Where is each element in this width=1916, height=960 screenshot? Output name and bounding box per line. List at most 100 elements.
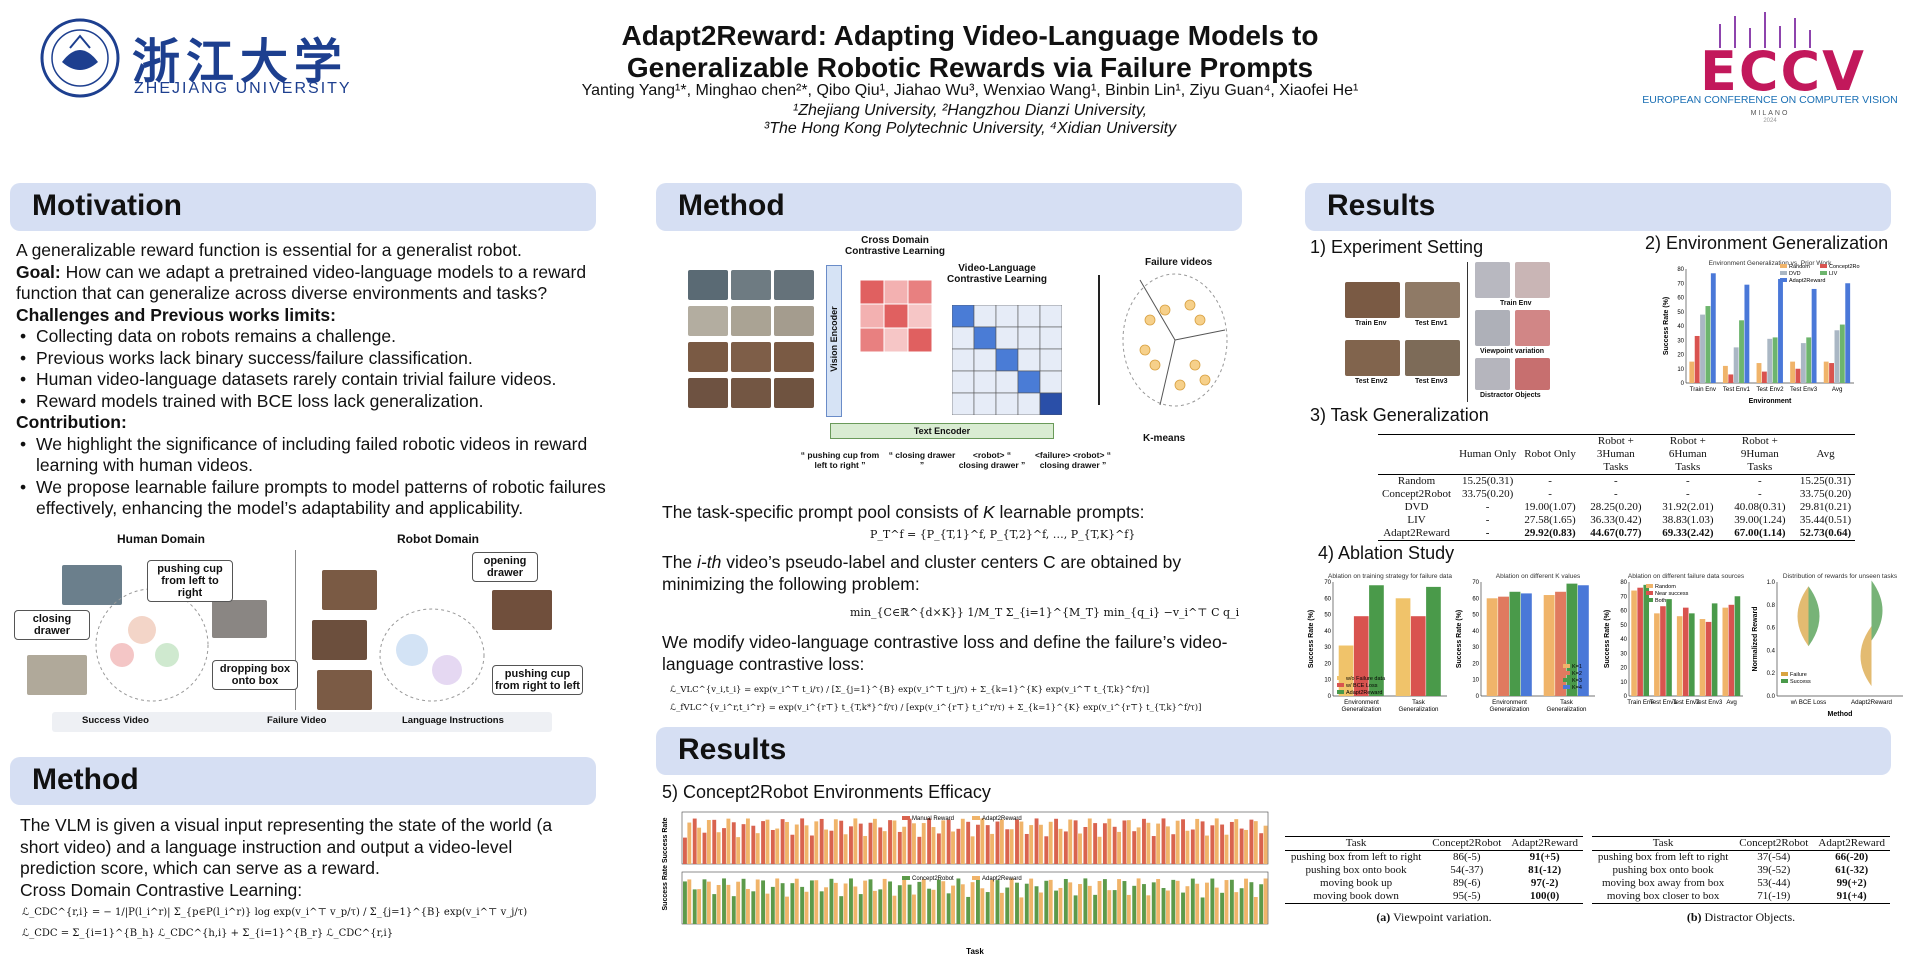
legend-swatch	[1563, 678, 1570, 682]
challenges-label: Challenges and Previous works limits:	[16, 304, 336, 325]
eccv-full-name: EUROPEAN CONFERENCE ON COMPUTER VISION	[1642, 94, 1898, 106]
failure-cluster-icon	[1122, 273, 1228, 407]
bar	[1210, 878, 1215, 924]
equation-prompt-pool: P_T^f = {P_{T,1}^f, P_{T,2}^f, …, P_{T,K…	[870, 528, 1136, 541]
bar	[775, 828, 780, 864]
x-tick-label: Test Env2	[1756, 386, 1784, 393]
x-axis-label: Task	[966, 947, 984, 956]
bar	[702, 832, 707, 864]
legend-label: Both	[1655, 598, 1666, 604]
bar	[751, 825, 756, 864]
list-item: Reward models trained with BCE loss lack…	[20, 391, 606, 413]
vl-contrastive-label: Video-Language Contrastive Learning	[946, 263, 1048, 285]
bar	[1112, 890, 1117, 924]
bar	[687, 822, 692, 864]
method-left-text: The VLM is given a visual input represen…	[20, 815, 553, 878]
bar	[999, 892, 1004, 924]
viewpoint-table-wrap: Task Concept2Robot Adapt2Reward pushing …	[1285, 836, 1583, 925]
bar	[1078, 884, 1082, 924]
bar	[907, 884, 912, 924]
bar	[878, 827, 883, 864]
bar	[819, 891, 824, 924]
failure-videos-label: Failure videos	[1145, 257, 1213, 268]
table-cell: 91(+4)	[1836, 890, 1867, 902]
legend-label: Random	[1655, 584, 1676, 590]
table-cell: pushing box onto book	[1305, 864, 1407, 876]
x-axis-label: Environment	[1749, 398, 1792, 405]
bar	[980, 818, 985, 864]
env-thumbnail	[1345, 340, 1400, 376]
x-tick-label: Task	[1412, 699, 1426, 706]
bar	[1112, 826, 1117, 864]
bar	[790, 883, 795, 924]
bar	[1054, 890, 1059, 924]
zju-name-en: ZHEJIANG UNIVERSITY	[134, 80, 352, 97]
y-axis-label: Success Rate (%)	[1456, 610, 1463, 668]
y-tick-label: 70	[1324, 580, 1331, 586]
chart-title: Distribution of rewards for unseen tasks	[1783, 573, 1898, 580]
bar	[1122, 820, 1127, 864]
bar	[917, 836, 922, 864]
bar	[1175, 880, 1180, 924]
table-cell: 29.81(0.21)	[1799, 501, 1852, 513]
bar	[814, 880, 819, 924]
bar	[960, 818, 965, 864]
bar	[946, 819, 951, 864]
y-tick-label: 40	[1620, 637, 1627, 643]
efficacy-title: 5) Concept2Robot Environments Efficacy	[662, 782, 991, 802]
bar	[1029, 878, 1034, 924]
bar	[931, 889, 936, 924]
y-tick-label: 30	[1677, 338, 1684, 344]
bar	[833, 882, 838, 924]
bar	[1710, 273, 1716, 383]
table-cell: moving book up	[1320, 877, 1393, 889]
motivation-intro: A generalizable reward function is essen…	[16, 240, 522, 260]
bar	[1156, 823, 1161, 864]
legend-swatch	[972, 876, 980, 880]
bar	[1161, 888, 1166, 924]
bar	[1019, 821, 1024, 864]
video-frame	[774, 270, 814, 300]
bar	[785, 821, 789, 864]
bar	[956, 828, 961, 864]
bar	[1132, 885, 1137, 924]
bar	[814, 821, 819, 864]
y-tick-label: 0	[1328, 694, 1332, 700]
bar	[863, 880, 868, 924]
table-cell: 28.25(0.20)	[1590, 501, 1642, 513]
legend-swatch	[1780, 271, 1787, 275]
contrastive-text: We modify video-language contrastive los…	[662, 632, 1228, 674]
legend-swatch	[1646, 598, 1653, 602]
table-cell: 69.33(2.42)	[1662, 527, 1714, 539]
bar	[1244, 878, 1248, 924]
bar	[990, 879, 995, 924]
y-tick-label: 0	[1476, 694, 1480, 700]
motivation-goal: Goal: How can we adapt a pretrained vide…	[16, 262, 606, 305]
contribution-list: We highlight the significance of includi…	[16, 434, 606, 520]
y-tick-label: 10	[1677, 367, 1684, 373]
table-header: Concept2Robot	[1739, 837, 1809, 849]
legend-label: Failure	[1790, 672, 1807, 678]
bar	[794, 824, 799, 864]
bar	[1486, 598, 1498, 696]
bar	[829, 878, 834, 924]
bar	[1744, 284, 1750, 383]
env-label: Distractor Objects	[1480, 392, 1541, 399]
y-tick-label: 20	[1620, 666, 1627, 672]
y-tick-label: 50	[1472, 613, 1479, 619]
bar	[1044, 836, 1049, 864]
robot-video-thumbnail	[492, 590, 552, 630]
x-tick-label: w\ BCE Loss	[1790, 699, 1826, 706]
bar	[1205, 882, 1209, 924]
bar	[882, 878, 887, 924]
bar	[1410, 616, 1426, 696]
results-top-title: Results	[1327, 189, 1436, 222]
table-cell: -	[1485, 527, 1490, 539]
bar	[868, 879, 873, 924]
vision-encoder-label: Vision Encoder	[829, 306, 839, 372]
table-cell: -	[1758, 488, 1762, 500]
bar	[897, 885, 902, 924]
